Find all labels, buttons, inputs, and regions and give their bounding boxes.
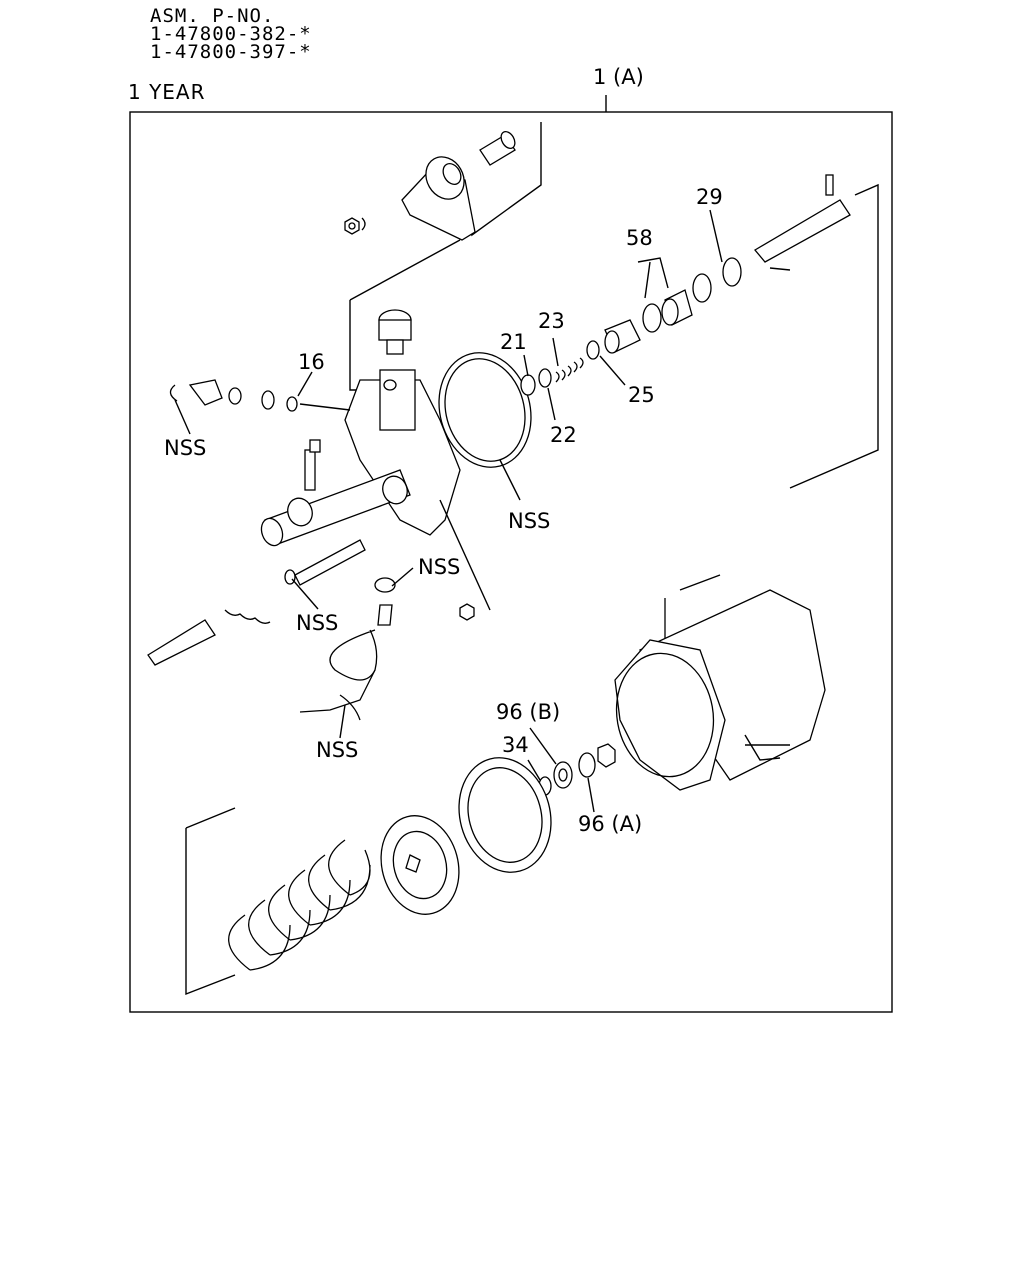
piston-plate [380,815,460,915]
callout-23: 23 [538,309,565,333]
part-number-1: 1-47800-382-* [150,23,312,45]
washer-96a [578,752,596,778]
callout-22: 22 [550,423,577,447]
callout-21: 21 [500,330,527,354]
callout-1a: 1 (A) [593,65,644,89]
valve-body-group [147,309,491,721]
callout-nss-5: NSS [316,738,358,762]
asm-label: ASM. P-NO. [150,5,275,27]
callout-nss-3: NSS [418,555,460,579]
callout-nss-4: NSS [296,611,338,635]
callout-nss-2: NSS [508,509,550,533]
washer-96b [553,761,573,789]
warranty-label: 1 YEAR [128,80,206,104]
callout-16: 16 [298,350,325,374]
callout-58: 58 [626,226,653,250]
callout-29: 29 [696,185,723,209]
cylinder-housing-group [614,574,826,791]
nut [597,743,616,768]
callout-96a: 96 (A) [578,812,642,836]
diagram-frame [129,111,893,1013]
callout-nss-1: NSS [164,436,206,460]
piston-seal-group [520,174,879,489]
return-spring [228,839,371,971]
callout-34: 34 [502,733,529,757]
callout-96b: 96 (B) [496,700,560,724]
callout-25: 25 [628,383,655,407]
bracket-clamp-group [344,122,542,391]
gasket-ring [438,352,532,468]
part-number-2: 1-47800-397-* [150,41,312,63]
diaphragm-ring [458,757,552,873]
